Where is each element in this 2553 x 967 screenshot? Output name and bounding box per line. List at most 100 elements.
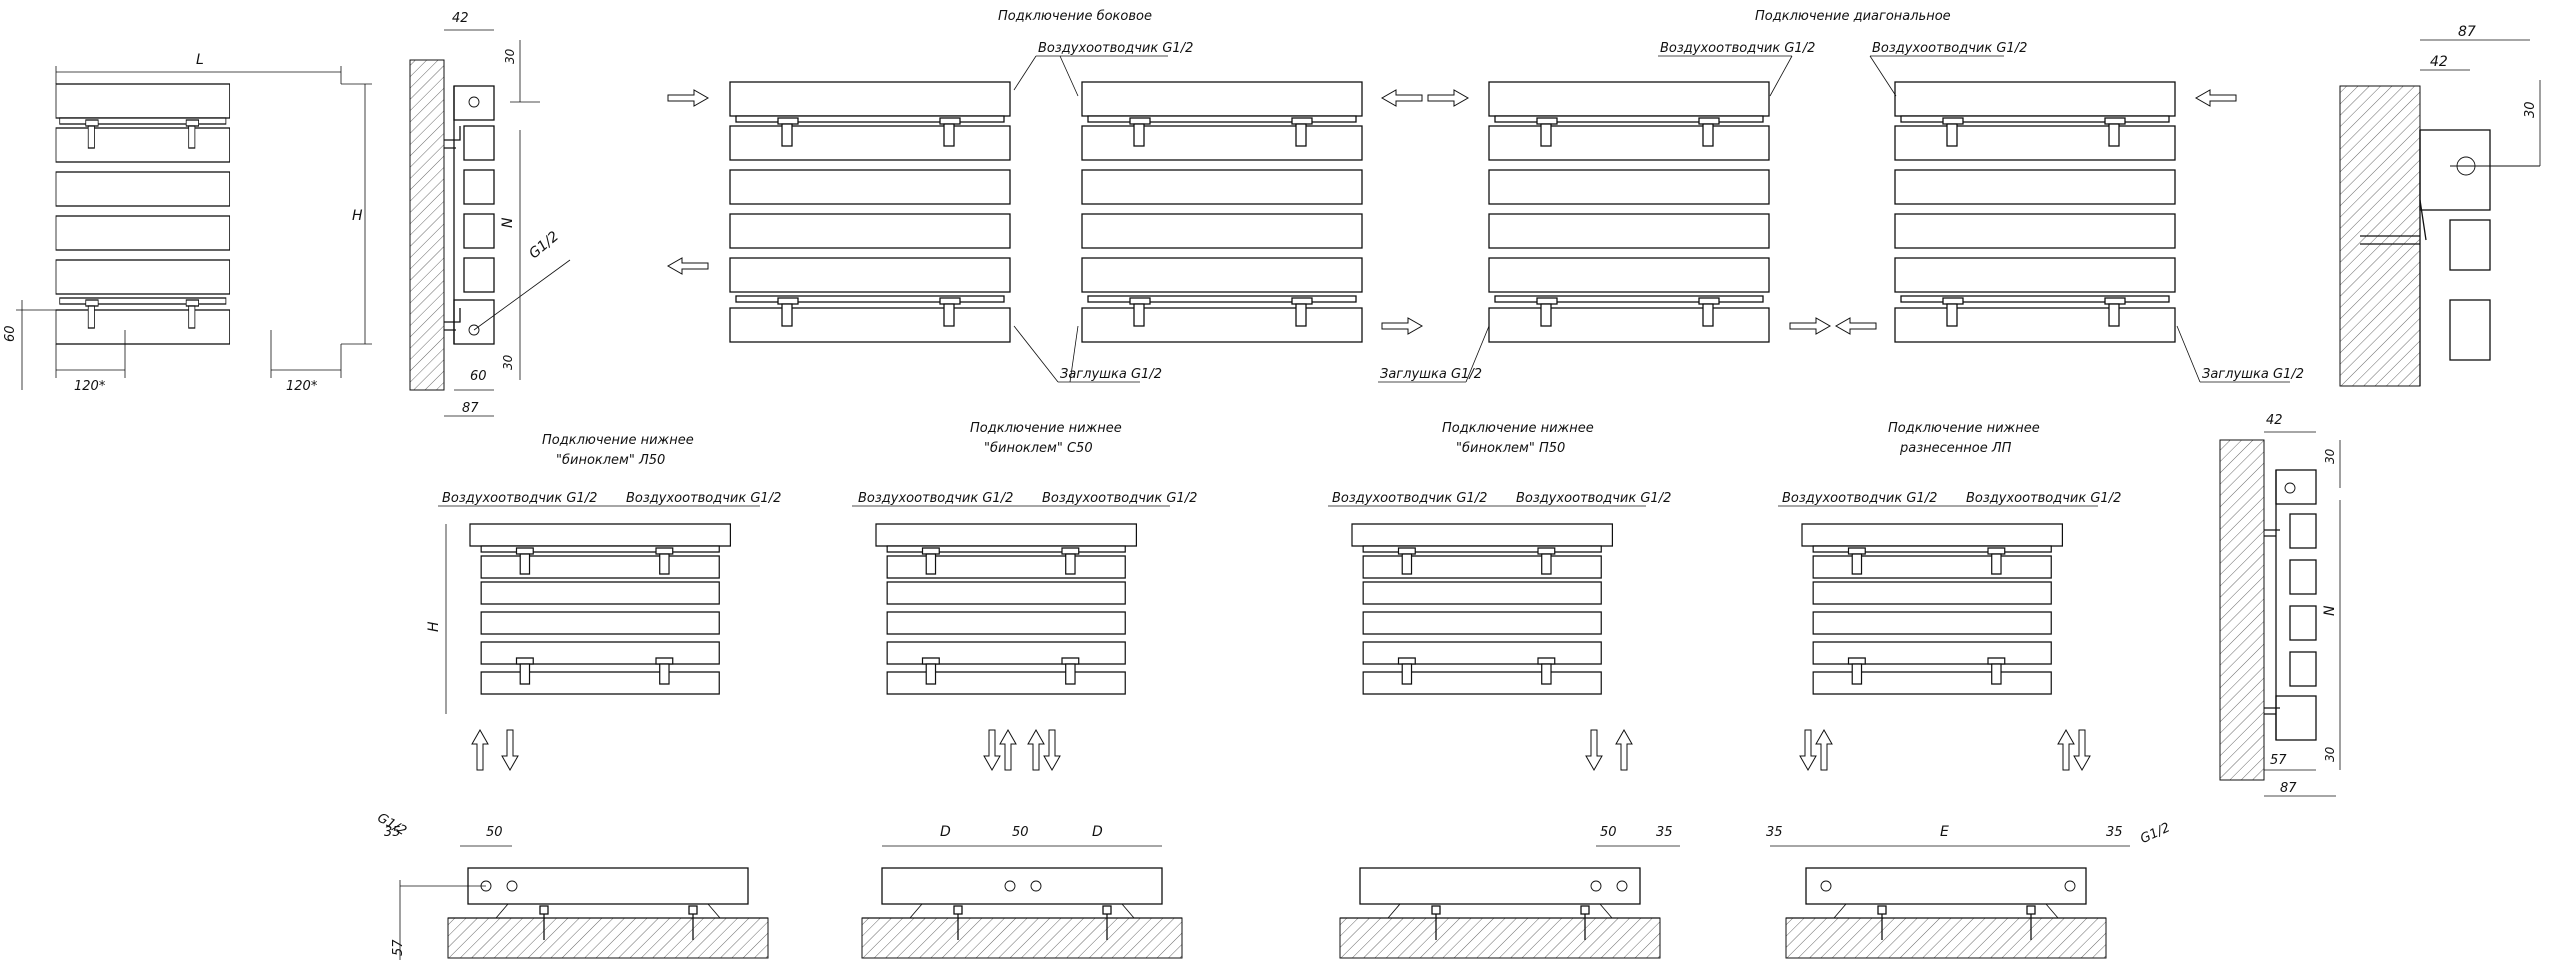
vent-l50-right: Воздухоотводчик G1/2 (626, 491, 781, 506)
dimension-H: H (341, 83, 372, 345)
title-bottom-l50-1: Подключение нижнее (542, 433, 694, 448)
plan-lp (1785, 867, 2107, 959)
dim-H-bottom-label: H (426, 621, 442, 632)
side-small-30-top: 30 (2323, 448, 2337, 464)
plan-l50-50: 50 (486, 825, 503, 840)
flow-p50-down (1585, 729, 1603, 771)
plan-lp-g12: G1/2 (2138, 820, 2172, 847)
side-left-30-bot: 30 (501, 354, 515, 370)
side-right-87: 87 (2458, 24, 2476, 40)
plan-l50 (447, 867, 769, 959)
title-bottom-lp-1: Подключение нижнее (1888, 421, 2040, 436)
flow-lp-up2 (2057, 729, 2075, 771)
radiator-bottom-p50 (1351, 523, 1614, 695)
title-bottom-p50-1: Подключение нижнее (1442, 421, 1594, 436)
flow-lp-up1 (1815, 729, 1833, 771)
side-small-30-bot: 30 (2323, 746, 2337, 762)
plan-p50-35: 35 (1656, 825, 1673, 840)
vent-p50-left: Воздухоотводчик G1/2 (1332, 491, 1487, 506)
flow-c50-up2 (1027, 729, 1045, 771)
radiator-bottom-c50 (875, 523, 1138, 695)
vent-c50-right: Воздухоотводчик G1/2 (1042, 491, 1197, 506)
title-bottom-c50-1: Подключение нижнее (970, 421, 1122, 436)
side-left-60: 60 (470, 369, 487, 384)
flow-lp-down2 (2073, 729, 2091, 771)
flow-arrow-out-2 (1381, 317, 1423, 335)
side-view-left: 42 30 N 30 G1/2 60 87 (409, 11, 571, 417)
radiator-side-1 (729, 81, 1011, 343)
side-small-N: N (2322, 605, 2338, 616)
title-bottom-lp-2: разнесенное ЛП (1899, 441, 2012, 456)
radiator-side-2 (1081, 81, 1363, 343)
side-left-30-top: 30 (503, 48, 517, 64)
flow-arrow-out-3 (1789, 317, 1831, 335)
title-bottom-l50-2: "биноклем" Л50 (556, 453, 665, 468)
dim-120-right-label: 120* (286, 379, 318, 394)
dim-60-label: 60 (3, 325, 18, 342)
side-left-42: 42 (452, 11, 469, 26)
plan-c50 (861, 867, 1183, 959)
flow-c50-down1 (983, 729, 1001, 771)
dimension-H-bottom: H (426, 524, 447, 714)
plug-label-diag-2: Заглушка G1/2 (2202, 367, 2304, 382)
front-view-main (55, 83, 231, 345)
flow-arrow-out-4 (1835, 317, 1877, 335)
vent-label-side: Воздухоотводчик G1/2 (1038, 41, 1193, 56)
flow-p50-up (1615, 729, 1633, 771)
radiator-diag-2 (1894, 81, 2176, 343)
dimension-120-right: 120* (270, 330, 342, 394)
side-view-right-small: 42 30 N 30 57 87 (2219, 413, 2341, 797)
flow-arrow-in-1 (667, 89, 709, 107)
side-small-42: 42 (2266, 413, 2283, 428)
flow-lp-down (1799, 729, 1817, 771)
bottom-row-vent-labels: Воздухоотводчик G1/2 Воздухоотводчик G1/… (438, 491, 2121, 507)
flow-arrow-out-1 (667, 257, 709, 275)
dim-H-label: H (352, 208, 363, 224)
flow-l50-up (471, 729, 489, 771)
side-left-g12: G1/2 (526, 228, 562, 262)
plan-l50-57: 57 (391, 939, 406, 956)
side-right-30: 30 (2523, 101, 2538, 118)
vent-lp-left: Воздухоотводчик G1/2 (1782, 491, 1937, 506)
dimension-60: 60 (3, 300, 56, 390)
title-diagonal-connection: Подключение диагональное (1755, 9, 1951, 24)
plan-lp-35-left: 35 (1766, 825, 1783, 840)
top-row-labels: Воздухоотводчик G1/2 Заглушка G1/2 Возду… (1013, 41, 2304, 383)
title-bottom-c50-2: "биноклем" С50 (984, 441, 1093, 456)
side-small-87: 87 (2280, 781, 2297, 796)
vent-label-diag-1: Воздухоотводчик G1/2 (1660, 41, 1815, 56)
title-bottom-p50-2: "биноклем" П50 (1456, 441, 1565, 456)
flow-l50-down (501, 729, 519, 771)
side-small-57: 57 (2270, 753, 2287, 768)
title-side-connection: Подключение боковое (998, 9, 1152, 24)
side-left-87: 87 (462, 401, 479, 416)
vent-label-diag-2: Воздухоотводчик G1/2 (1872, 41, 2027, 56)
vent-lp-right: Воздухоотводчик G1/2 (1966, 491, 2121, 506)
dimension-L: L (55, 52, 342, 84)
flow-arrow-in-3 (1427, 89, 1469, 107)
flow-c50-down2 (1043, 729, 1061, 771)
plan-c50-50: 50 (1012, 825, 1029, 840)
dimension-120-left: 120* (55, 330, 126, 394)
flow-c50-up1 (999, 729, 1017, 771)
flow-arrow-in-4 (2195, 89, 2237, 107)
side-left-N: N (500, 217, 516, 228)
plan-lp-35-right: 35 (2106, 825, 2123, 840)
radiator-bottom-l50 (469, 523, 732, 695)
plan-c50-D-left: D (940, 824, 951, 840)
vent-l50-left: Воздухоотводчик G1/2 (442, 491, 597, 506)
side-right-42: 42 (2430, 54, 2448, 70)
vent-c50-left: Воздухоотводчик G1/2 (858, 491, 1013, 506)
flow-arrow-in-2 (1381, 89, 1423, 107)
plan-c50-D-right: D (1092, 824, 1103, 840)
side-view-right-large: 87 42 30 (2339, 24, 2541, 387)
radiator-bottom-lp (1801, 523, 2064, 695)
plan-p50-50: 50 (1600, 825, 1617, 840)
plan-l50-35: 35 (384, 825, 401, 840)
plan-p50 (1339, 867, 1661, 959)
dim-120-left-label: 120* (74, 379, 106, 394)
vent-p50-right: Воздухоотводчик G1/2 (1516, 491, 1671, 506)
dim-L-label: L (196, 52, 204, 68)
plan-lp-E: E (1940, 824, 1949, 840)
